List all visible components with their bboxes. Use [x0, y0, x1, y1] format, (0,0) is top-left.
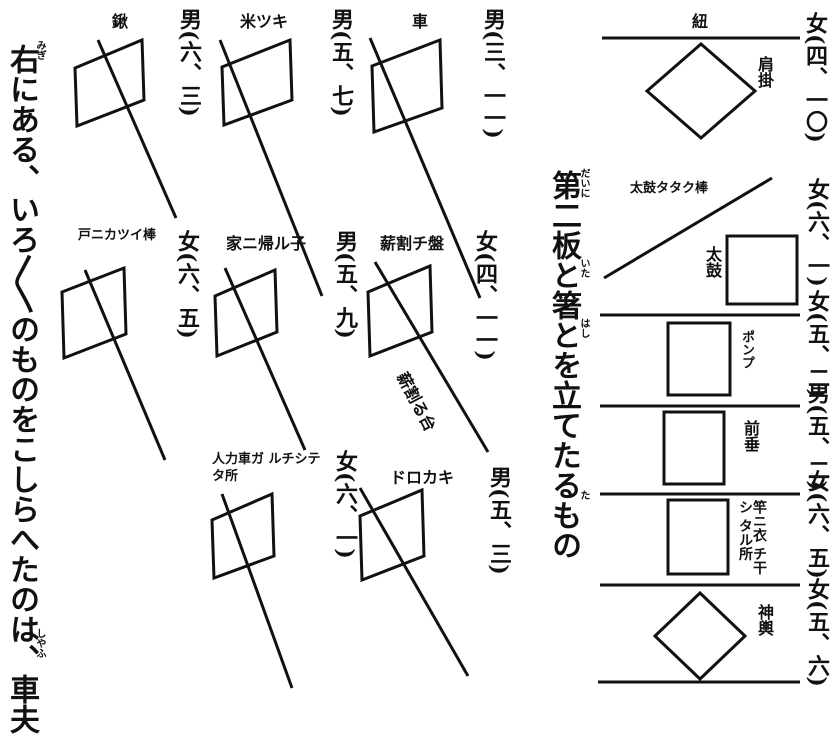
item-age-drum: 女(六、一) [804, 178, 830, 287]
stick-hoe [96, 39, 178, 219]
stick-rice [218, 39, 324, 297]
heading-ruby-hashi: はし [578, 318, 589, 338]
figure-age-rice: 男(五、七) [328, 8, 354, 117]
figure-boards [60, 37, 490, 689]
board-mud [358, 487, 426, 583]
page-heading: 第二板と箸とを立てたるもの [546, 170, 581, 560]
item-label-apron: 前垂 [741, 420, 760, 452]
figure-title-rice: 米ツキ [240, 12, 289, 31]
board-car [370, 37, 444, 135]
apron-box [662, 410, 726, 486]
board-door [60, 265, 128, 361]
shoulder-drape-diamond [644, 42, 758, 140]
figure-age-hoe: 男(六、三) [176, 8, 202, 117]
figure-age-mud: 男(五、三) [486, 466, 512, 575]
item-label-pump: ポンプ [739, 330, 754, 369]
item-age-mikoshi: 女(五、六) [804, 578, 830, 687]
board-rice [220, 37, 294, 128]
side-note-ruby-shafu: しやふ [34, 628, 45, 658]
stick-door [83, 269, 167, 461]
figure-age-car: 男(三、一一) [480, 8, 506, 139]
stick-car [368, 37, 482, 299]
figure-title-hoe: 鍬 [112, 12, 129, 31]
stick-chop [373, 261, 490, 453]
board-rickshaw [210, 491, 276, 581]
drawing-layer [60, 36, 800, 689]
board-hoe [73, 37, 146, 129]
string-label: 紐 [692, 12, 709, 31]
figure-title-rickshaw: 人力車ガ ルチシテタ所 [212, 452, 321, 484]
drum-box [725, 234, 799, 306]
drying-box [666, 498, 730, 576]
board-home [213, 267, 279, 359]
heading-ruby-ita: いた [578, 258, 589, 278]
drumstick-line [603, 176, 773, 280]
figure-age-door: 女(六、五) [174, 230, 200, 339]
pump-box [666, 321, 732, 397]
column-rules [598, 36, 800, 684]
item-label-drying: 竿ニ衣 チ干シ タル所 [737, 500, 767, 575]
mikoshi-diamond [652, 590, 748, 682]
board-chop [366, 263, 434, 359]
item-age-pump: 女(五、二) [804, 290, 830, 399]
drumstick-caption: 太鼓タタク棒 [630, 181, 709, 196]
figure-title-car: 車 [412, 12, 429, 31]
item-label-drum: 太鼓 [703, 246, 722, 278]
stick-home [223, 267, 307, 451]
figure-title-home: 家ニ帰ル子 [226, 234, 307, 253]
item-age-drying: 女(六、五) [804, 470, 830, 579]
figure-age-home: 男(五、九) [332, 230, 358, 339]
figure-title-mud: ドロカキ [390, 468, 455, 487]
figure-title-door: 戸ニカツイ棒 [78, 228, 157, 243]
heading-ruby-ta: た [578, 490, 589, 500]
stick-rickshaw [220, 493, 294, 689]
figure-title-chop: 薪割チ盤 [380, 234, 445, 253]
side-note: 右にある、いろ〳〵のものをこしらへたのは、車夫 [4, 44, 39, 734]
figure-age-rickshaw: 女(六、一) [332, 450, 358, 559]
item-label-mikoshi: 神輿 [755, 604, 774, 636]
item-label-shoulder: 肩掛 [755, 56, 774, 88]
heading-ruby-daini: だいに [578, 168, 589, 198]
stick-mud [358, 487, 470, 677]
item-age-apron: 男(五、二) [804, 382, 830, 491]
item-age-shoulder: 女(四、一〇) [802, 12, 828, 143]
side-note-ruby-migi: みぎ [34, 40, 45, 60]
figure-age-chop: 女(四、一一) [472, 230, 498, 361]
